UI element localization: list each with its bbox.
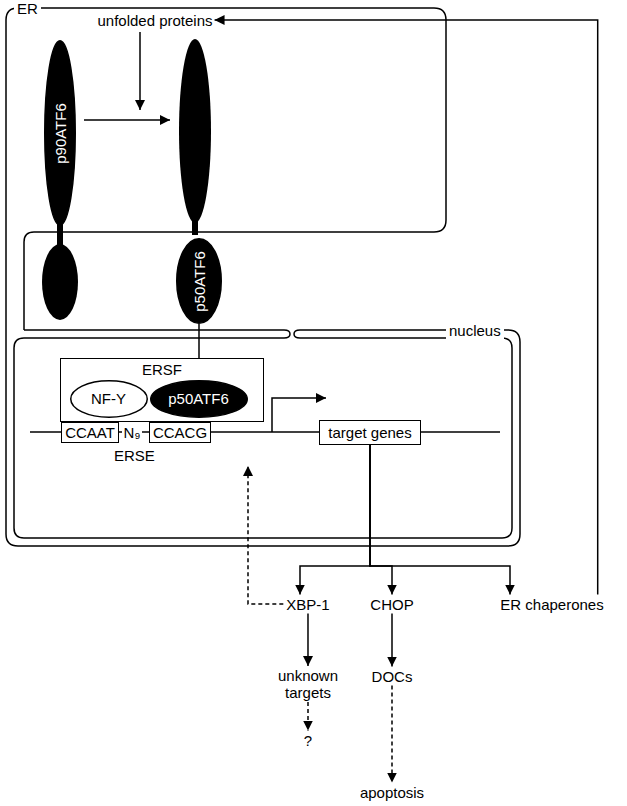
- node-text: p50ATF6: [191, 251, 208, 312]
- cleavage-arrow: [84, 119, 170, 121]
- compartment-label: nucleus: [446, 322, 504, 339]
- node-text: unfolded proteins: [97, 12, 212, 29]
- arrow-connector: [370, 445, 510, 595]
- node-text: target genes: [328, 424, 411, 441]
- nucleus-compartment: nucleusERSFNF-Yp50ATF6ERSECCAATCCACGtarg…: [6, 330, 520, 546]
- er-membrane: [6, 8, 446, 342]
- protein-shape: p50ATF6: [176, 238, 222, 324]
- node-text: DOCs: [372, 668, 413, 685]
- node-text: p90ATF6: [52, 103, 69, 164]
- outcome-label: unknown targets: [270, 666, 346, 702]
- protein-shape: p90ATF6: [44, 40, 76, 226]
- ellipse-shape: [150, 380, 247, 417]
- cleaved-protein: [179, 39, 211, 223]
- gene-box: target genes: [319, 420, 420, 445]
- arrow-connector: [391, 686, 393, 783]
- outcome-label: DOCs: [369, 667, 416, 686]
- node-text: ER chaperones: [500, 596, 603, 613]
- outcome-label: ?: [301, 731, 315, 750]
- node-text: XBP-1: [286, 596, 329, 613]
- node-text: CHOP: [370, 596, 413, 613]
- ellipse-shape: [70, 380, 147, 417]
- protein-shape: NF-Y: [70, 380, 148, 418]
- arrow-connector: [215, 20, 598, 595]
- protein-stalk: [57, 224, 63, 246]
- node-text: p50ATF6: [168, 390, 229, 407]
- label-holder: N₉: [122, 424, 143, 441]
- stress-arrow: [139, 32, 141, 110]
- cleaved-stalk: [192, 221, 198, 235]
- nuclear-membrane: [284, 330, 300, 338]
- node-text: ERSF: [142, 361, 182, 378]
- node-text: ?: [304, 732, 312, 749]
- element-region: ERSE CCAAT CCACG: [56, 422, 256, 466]
- node-text: ERSE: [114, 447, 155, 464]
- transcription-start: [272, 398, 326, 432]
- arrow-connector: [307, 614, 309, 667]
- outcome-label: apoptosis: [357, 783, 427, 802]
- product-label: CHOP: [367, 595, 416, 614]
- ellipse-shape: [45, 41, 76, 226]
- arrow-connector: [391, 614, 393, 667]
- product-label: ER chaperones: [498, 595, 605, 614]
- arrow-connector: [307, 702, 309, 731]
- node-text: CCACG: [153, 424, 207, 441]
- compartment-label: ER: [14, 0, 41, 17]
- ellipse-shape: [177, 239, 222, 324]
- node-text: CCAAT: [65, 424, 115, 441]
- protein-lobe: [42, 244, 78, 320]
- sequence-box: CCAAT: [61, 422, 119, 443]
- complex-box: ERSF NF-Y p50ATF6: [60, 358, 264, 422]
- product-label: XBP-1: [283, 595, 332, 614]
- arrow-connector: [300, 445, 370, 595]
- arrow-connector: [370, 445, 392, 595]
- er-compartment: ERunfolded proteinsp90ATF6: [6, 8, 446, 342]
- node-text: unknown targets: [272, 667, 344, 701]
- protein-shape: p50ATF6: [150, 380, 248, 418]
- node-text: apoptosis: [360, 784, 424, 801]
- nuclear-membrane: [14, 338, 512, 538]
- nuclear-membrane: [6, 330, 520, 546]
- sequence-box: CCACG: [149, 422, 211, 443]
- arrow-connector: [248, 466, 283, 604]
- molecule-label: unfolded proteins: [95, 11, 214, 30]
- sequence-spacer: N₉: [122, 424, 143, 441]
- node-text: NF-Y: [91, 390, 126, 407]
